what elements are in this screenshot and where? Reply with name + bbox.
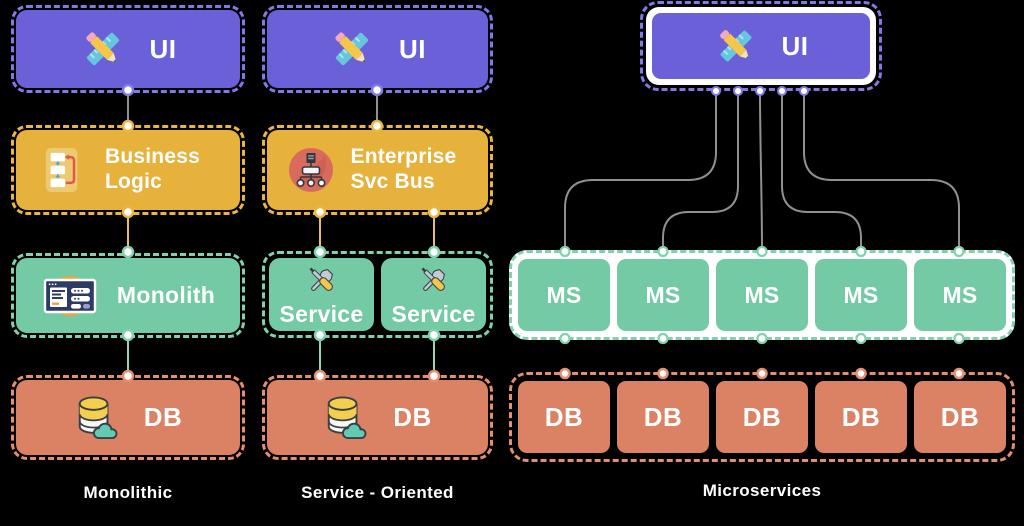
database-icon bbox=[323, 393, 367, 443]
ms-box: MS bbox=[716, 259, 808, 331]
node-label: Service bbox=[391, 300, 476, 327]
node-label: Enterprise Svc Bus bbox=[350, 145, 457, 193]
monolithic-business-logic-box: Business Logic bbox=[11, 125, 245, 215]
sitemap-icon bbox=[287, 146, 335, 194]
soa-services-group: Service Ser bbox=[262, 251, 493, 338]
node-label: UI bbox=[781, 30, 809, 61]
monolithic-ui-box: UI bbox=[11, 5, 245, 93]
ruler-pencil-icon bbox=[80, 26, 126, 72]
ms-box: MS bbox=[617, 259, 709, 331]
microservices-ui-box: UI bbox=[640, 1, 882, 91]
db-box: DB bbox=[617, 381, 709, 453]
db-box: DB bbox=[815, 381, 907, 453]
tools-icon bbox=[304, 262, 340, 298]
node-label: DB bbox=[393, 402, 432, 432]
monolithic-monolith-box: Monolith bbox=[11, 253, 245, 338]
db-box: DB bbox=[914, 381, 1006, 453]
soa-service-box: Service bbox=[381, 258, 486, 331]
soa-db-box: DB bbox=[262, 375, 493, 460]
db-box: DB bbox=[518, 381, 610, 453]
caption-monolithic: Monolithic bbox=[83, 483, 173, 502]
flowchart-icon bbox=[43, 146, 85, 194]
soa-esb-box: Enterprise Svc Bus bbox=[262, 125, 493, 215]
node-label: UI bbox=[149, 33, 177, 64]
microservices-db-group: DB DB DB DB DB bbox=[509, 372, 1015, 462]
db-box: DB bbox=[716, 381, 808, 453]
soa-service-box: Service bbox=[269, 258, 374, 331]
ms-box: MS bbox=[914, 259, 1006, 331]
node-label: Business Logic bbox=[105, 145, 200, 193]
ruler-pencil-icon bbox=[329, 26, 375, 72]
node-label: Service bbox=[279, 300, 364, 327]
caption-service-oriented: Service - Oriented bbox=[301, 483, 454, 502]
node-label: Monolith bbox=[116, 282, 216, 308]
database-icon bbox=[74, 393, 118, 443]
monolithic-db-box: DB bbox=[11, 375, 245, 460]
ms-box: MS bbox=[518, 259, 610, 331]
tools-icon bbox=[416, 262, 452, 298]
caption-microservices: Microservices bbox=[702, 481, 822, 500]
node-label: DB bbox=[143, 402, 183, 432]
ruler-pencil-icon bbox=[714, 24, 758, 68]
node-label: UI bbox=[399, 33, 426, 64]
microservices-ms-group: MS MS MS MS MS bbox=[509, 250, 1015, 340]
ms-box: MS bbox=[815, 259, 907, 331]
soa-ui-box: UI bbox=[262, 5, 493, 93]
browser-window-icon bbox=[41, 273, 99, 319]
